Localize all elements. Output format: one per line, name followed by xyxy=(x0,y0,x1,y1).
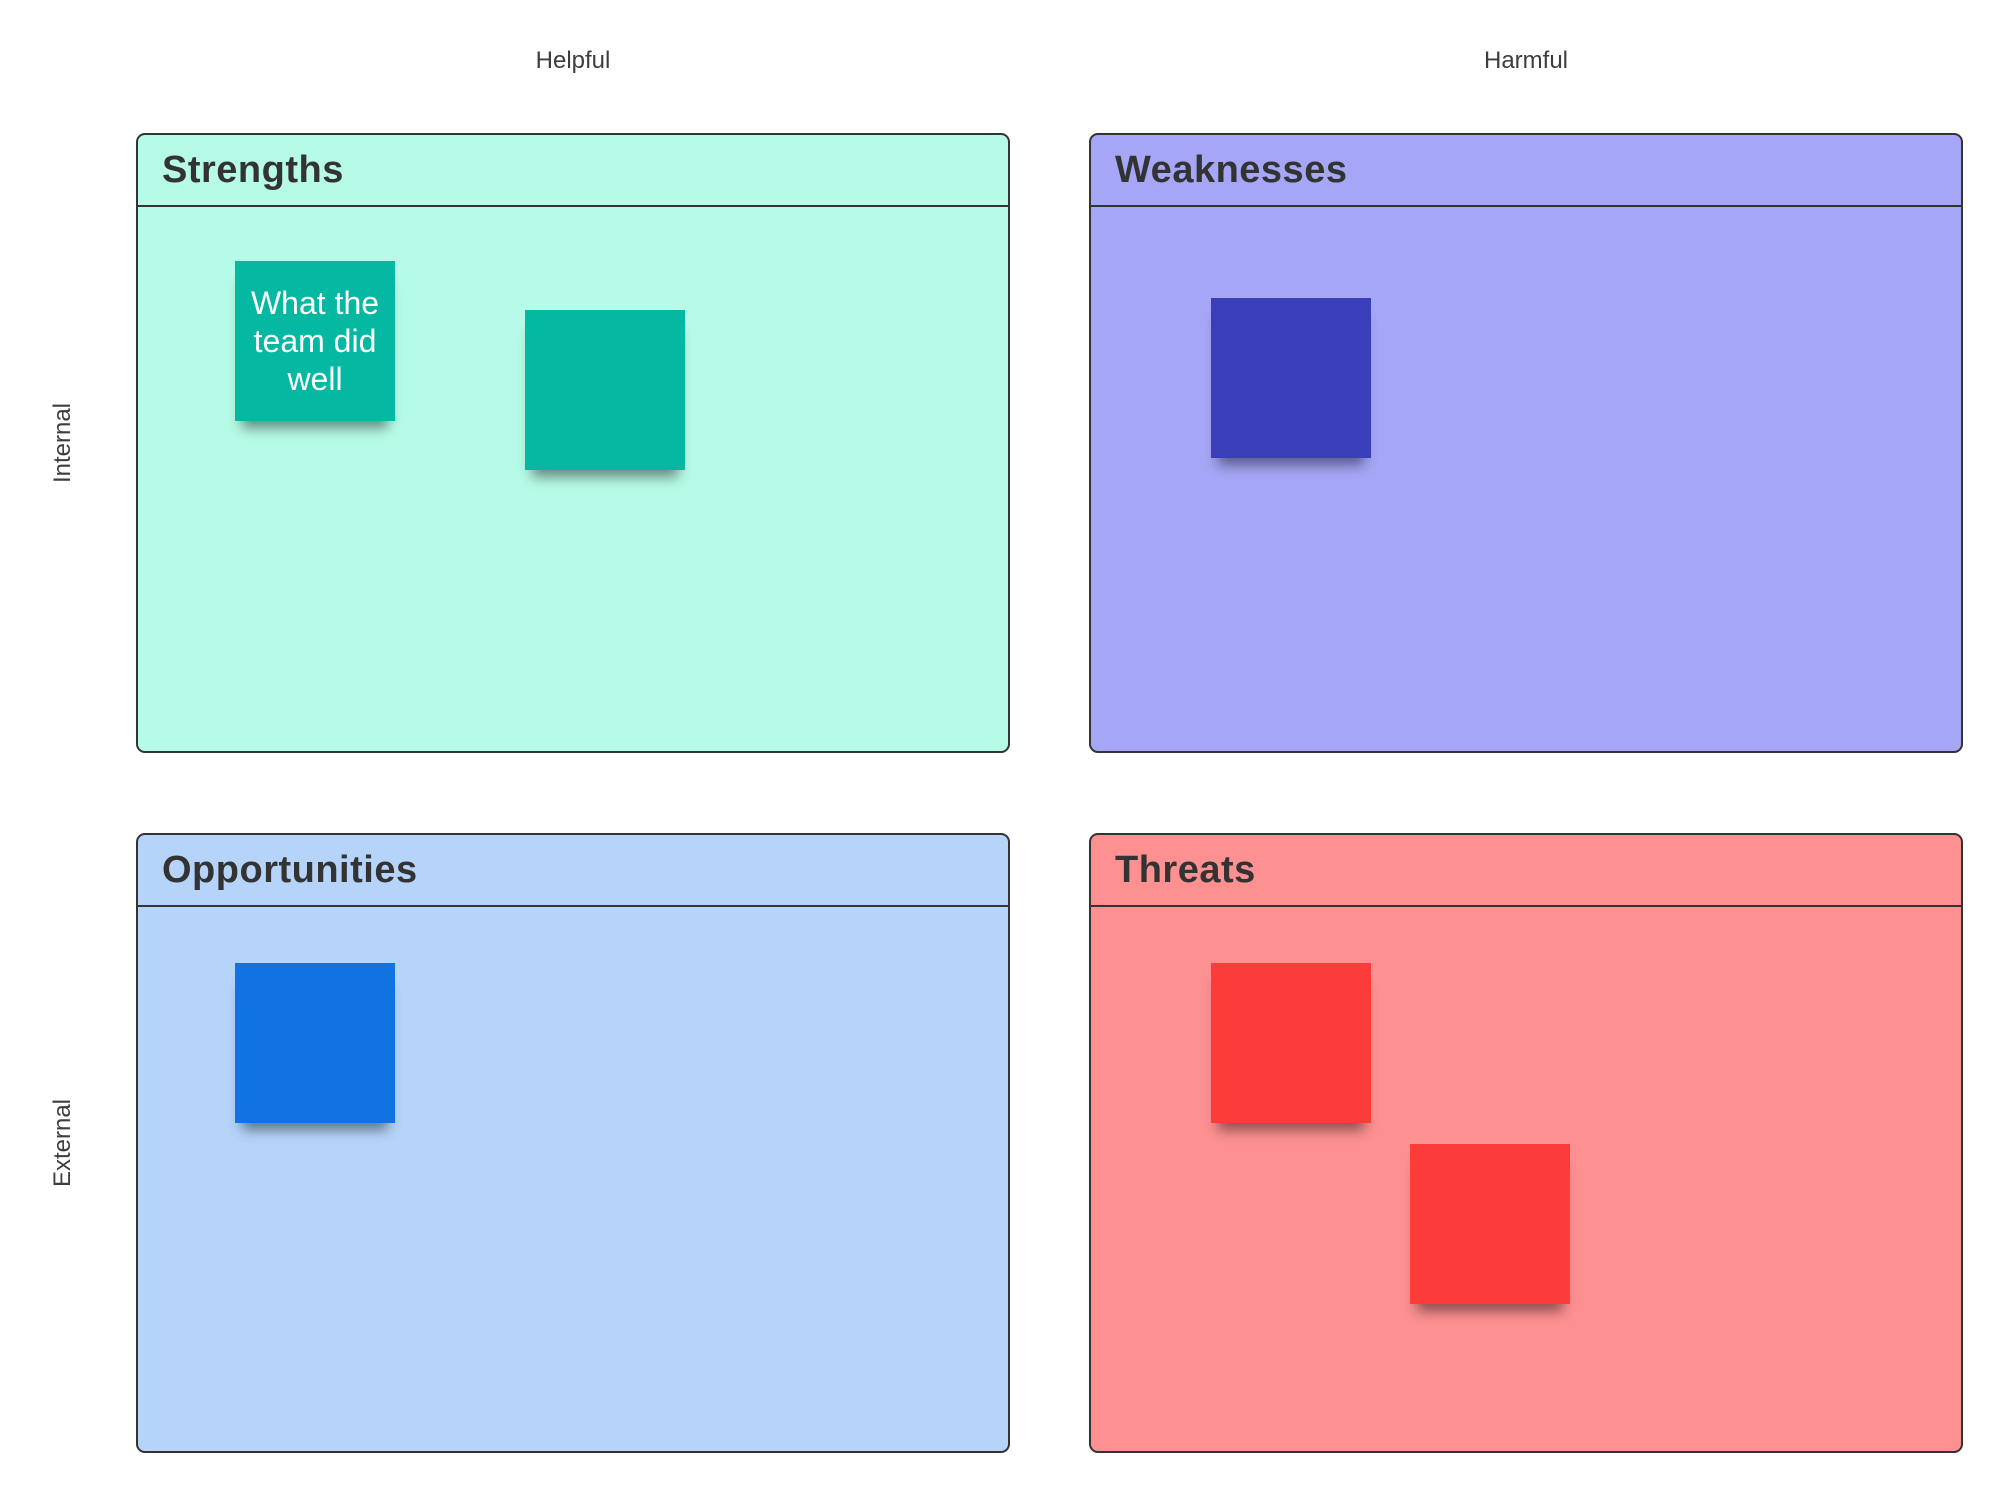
sticky-note-strengths-1[interactable]: What the team did well xyxy=(235,261,395,421)
quadrant-opportunities[interactable]: Opportunities xyxy=(136,833,1010,1453)
sticky-note-strengths-1-text: What the team did well xyxy=(250,285,380,397)
sticky-note-strengths-2[interactable] xyxy=(525,310,685,470)
quadrant-threats-header: Threats xyxy=(1091,835,1961,907)
sticky-note-opportunities-1[interactable] xyxy=(235,963,395,1123)
sticky-note-weaknesses-1[interactable] xyxy=(1211,298,1371,458)
sticky-note-threats-1[interactable] xyxy=(1211,963,1371,1123)
quadrant-weaknesses[interactable]: Weaknesses xyxy=(1089,133,1963,753)
quadrant-threats[interactable]: Threats xyxy=(1089,833,1963,1453)
quadrant-weaknesses-header: Weaknesses xyxy=(1091,135,1961,207)
axis-label-external: External xyxy=(49,1098,76,1188)
axis-label-harmful: Harmful xyxy=(1483,47,1568,74)
axis-label-helpful: Helpful xyxy=(535,47,611,74)
quadrant-opportunities-header: Opportunities xyxy=(138,835,1008,907)
quadrant-strengths[interactable]: Strengths What the team did well xyxy=(136,133,1010,753)
axis-label-internal: Internal xyxy=(49,402,76,484)
quadrant-strengths-header: Strengths xyxy=(138,135,1008,207)
quadrant-threats-title: Threats xyxy=(1115,848,1256,891)
sticky-note-threats-2[interactable] xyxy=(1410,1144,1570,1304)
quadrant-strengths-title: Strengths xyxy=(162,148,344,191)
quadrant-weaknesses-title: Weaknesses xyxy=(1115,148,1348,191)
quadrant-opportunities-title: Opportunities xyxy=(162,848,418,891)
